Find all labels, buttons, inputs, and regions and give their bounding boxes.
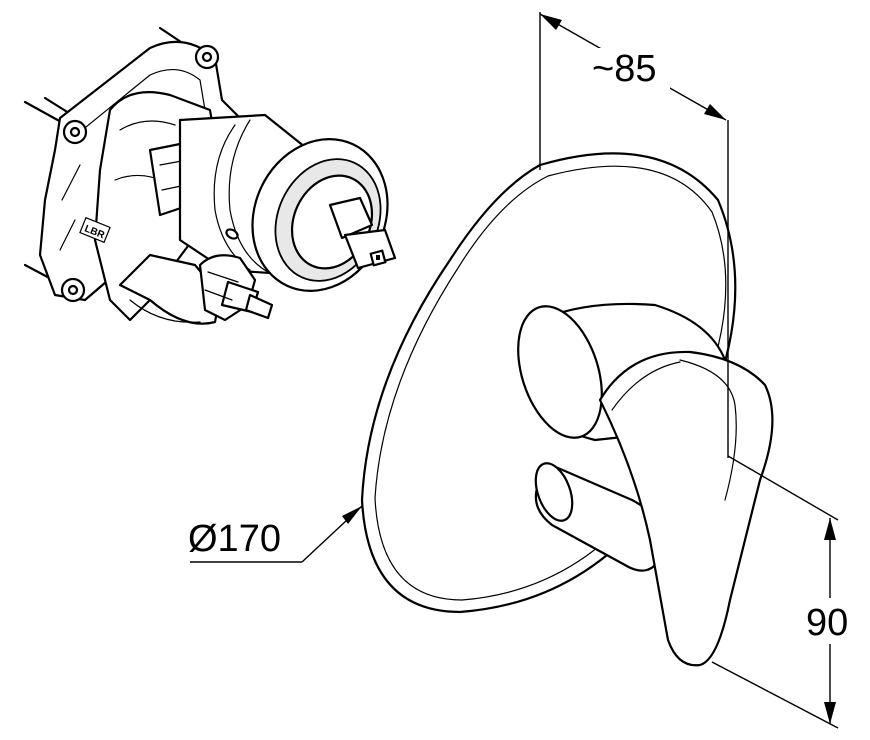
cartridge-spindle (328, 196, 397, 270)
side-connection (198, 254, 274, 322)
concealed-valve-body: LBR (23, 26, 397, 325)
diameter-label: Ø170 (188, 518, 281, 560)
diverter-knob (534, 462, 665, 572)
lever-handle (517, 302, 774, 667)
diameter-dimension (190, 505, 363, 563)
escutcheon-rim (374, 165, 727, 601)
depth-label: ~85 (592, 48, 657, 90)
height-label: 90 (806, 602, 849, 644)
depth-dimension (539, 12, 729, 458)
trim-set (360, 152, 774, 667)
valve-label-plate: LBR (79, 216, 111, 244)
height-dimension (711, 455, 862, 729)
